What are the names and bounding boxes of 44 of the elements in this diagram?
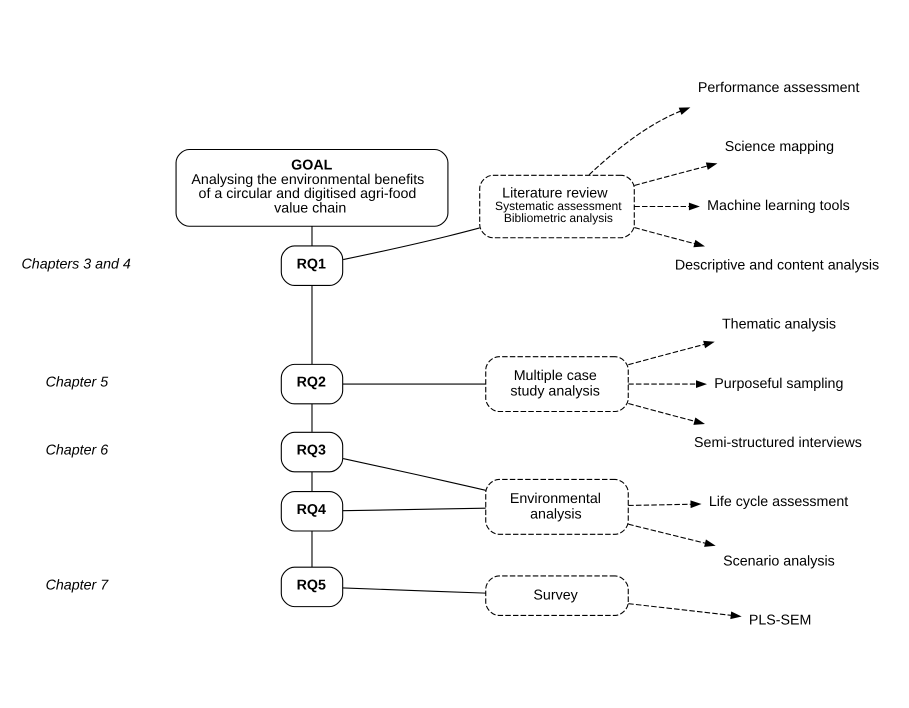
arrow bbox=[634, 202, 700, 210]
node-text: Thematic analysis bbox=[722, 316, 836, 332]
arrow bbox=[628, 402, 705, 424]
label: Chapter 5 bbox=[46, 374, 108, 390]
arrow bbox=[628, 380, 707, 388]
connector bbox=[342, 507, 486, 511]
node-text: Scenario analysis bbox=[723, 552, 835, 569]
node-text: Descriptive and content analysis bbox=[674, 256, 880, 273]
node-box: Multiple case study analysis bbox=[485, 356, 629, 412]
node-text: Science mapping bbox=[724, 138, 834, 155]
node-text: Performance assessment bbox=[698, 79, 860, 96]
node-box: RQ1 bbox=[280, 244, 344, 286]
arrow bbox=[634, 162, 718, 186]
connector bbox=[311, 285, 313, 364]
node-box: RQ3 bbox=[280, 431, 344, 472]
node-box: Survey bbox=[485, 574, 629, 616]
node-box: GOAL Analysing the environmental benefits of a circular and digitised agri-food value chain bbox=[176, 148, 448, 226]
arrow bbox=[628, 602, 742, 619]
connector bbox=[342, 586, 486, 594]
node-box: RQ2 bbox=[280, 363, 344, 404]
connector bbox=[311, 472, 313, 491]
node-box: RQ4 bbox=[280, 490, 344, 532]
connector bbox=[311, 403, 313, 432]
label: Chapter 7 bbox=[46, 577, 108, 594]
node-text: Machine learning tools bbox=[707, 198, 850, 214]
node-text: PLS-SEM bbox=[748, 612, 812, 628]
connector bbox=[342, 383, 486, 384]
label: Chapter 6 bbox=[46, 442, 108, 458]
arrow bbox=[628, 523, 716, 546]
node-text: Life cycle assessment bbox=[708, 494, 848, 510]
node-box: Environmental analysis bbox=[485, 478, 629, 534]
arrow bbox=[628, 340, 715, 365]
node-box: RQ5 bbox=[280, 566, 344, 607]
node-text: Purposeful sampling bbox=[714, 375, 844, 392]
connector bbox=[311, 226, 313, 246]
connector bbox=[342, 458, 486, 490]
node-text: Semi-structured interviews bbox=[694, 434, 862, 451]
arrow bbox=[634, 226, 705, 247]
connector bbox=[311, 530, 313, 567]
label: Chapters 3 and 4 bbox=[21, 256, 131, 272]
connector bbox=[343, 226, 480, 260]
arrow bbox=[628, 500, 702, 508]
arrow bbox=[588, 106, 690, 175]
node-box: Literature review Systematic assessment Bibliometric analysis bbox=[479, 174, 635, 238]
